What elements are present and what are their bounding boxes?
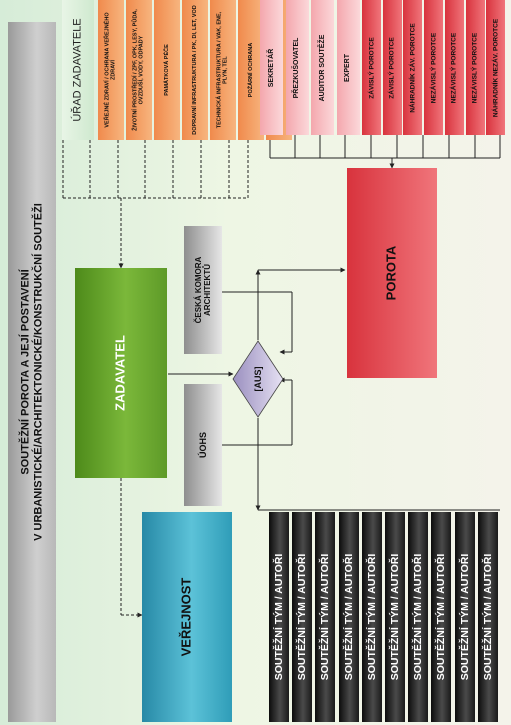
zadavatel-label: ZADAVATEL xyxy=(112,335,128,411)
department-box-label: ŽIVOTNÍ PROSTŘEDÍ / ZPF, OPK, LESY, PŮDA… xyxy=(132,9,145,131)
office-label-box: ÚŘAD ZADAVATELE xyxy=(62,0,94,140)
jury-support-box-label: AUDITOR SOUTĚŽE xyxy=(318,34,326,101)
department-box-label: PAMÁTKOVÁ PÉČE xyxy=(163,44,170,96)
department-box-5: TECHNICKÁ INFRASTRUKTURA / VAK, ENE, PLY… xyxy=(210,0,236,140)
team-box-4: SOUTĚŽNÍ TÝM / AUTOŘI xyxy=(338,512,359,722)
uohs-box: ÚOHS xyxy=(184,384,222,506)
team-box-label: SOUTĚŽNÍ TÝM / AUTOŘI xyxy=(296,553,309,681)
department-box-4: DOPRAVNÍ INFRASTRUKTURA / PK, DI, LET, V… xyxy=(182,0,208,140)
cka-box: ČESKÁ KOMORA ARCHITEKTŮ xyxy=(184,226,222,354)
department-box-label: DOPRAVNÍ INFRASTRUKTURA / PK, DI, LET, V… xyxy=(191,5,198,135)
team-box-label: SOUTĚŽNÍ TÝM / AUTOŘI xyxy=(342,553,355,681)
team-box-6: SOUTĚŽNÍ TÝM / AUTOŘI xyxy=(385,512,405,722)
team-box-label: SOUTĚŽNÍ TÝM / AUTOŘI xyxy=(388,553,401,681)
aus-box: [AUS] xyxy=(232,340,284,418)
team-box-5: SOUTĚŽNÍ TÝM / AUTOŘI xyxy=(361,512,382,722)
department-box-6: POŽÁRNÍ OCHRANA xyxy=(238,0,264,140)
jury-member-box-3: NÁHRADNÍK ZÁV. POROTCE xyxy=(403,0,423,135)
jury-member-box-2: ZÁVISLÝ POROTCE xyxy=(382,0,402,135)
jury-member-box-7: NÁHRADNÍK NEZÁV. POROTCE xyxy=(486,0,506,135)
jury-member-box-label: ZÁVISLÝ POROTCE xyxy=(388,36,396,99)
department-box-label: POŽÁRNÍ OCHRANA xyxy=(247,42,254,98)
title-line-1: SOUTĚŽNÍ POROTA A JEJÍ POSTAVENÍ xyxy=(19,269,32,475)
jury-member-box-label: NEZÁVISLÝ POROTCE xyxy=(450,32,458,103)
department-box-label: VEŘEJNÉ ZDRAVÍ / OCHRANA VEŘEJNÉHO ZDRAV… xyxy=(104,12,117,128)
jury-support-box-label: SEKRETÁŘ xyxy=(267,48,275,87)
zadavatel-box: ZADAVATEL xyxy=(75,268,167,478)
team-box-1: SOUTĚŽNÍ TÝM / AUTOŘI xyxy=(269,512,289,722)
team-box-8: SOUTĚŽNÍ TÝM / AUTOŘI xyxy=(431,512,452,722)
jury-support-box-1: SEKRETÁŘ xyxy=(260,0,283,135)
jury-member-box-label: NÁHRADNÍK NEZÁV. POROTCE xyxy=(491,18,499,117)
aus-diamond-shape xyxy=(232,340,284,418)
jury-support-box-label: EXPERT xyxy=(343,53,351,82)
jury-member-box-5: NEZÁVISLÝ POROTCE xyxy=(444,0,464,135)
office-label: ÚŘAD ZADAVATELE xyxy=(71,18,84,122)
team-box-label: SOUTĚŽNÍ TÝM / AUTOŘI xyxy=(319,553,332,681)
title-line-2: V URBANISTICKÉ/ARCHITEKTONICKÉ/KONSTRUKČ… xyxy=(32,203,44,541)
team-box-7: SOUTĚŽNÍ TÝM / AUTOŘI xyxy=(408,512,429,722)
team-box-label: SOUTĚŽNÍ TÝM / AUTOŘI xyxy=(412,553,425,681)
team-box-label: SOUTĚŽNÍ TÝM / AUTOŘI xyxy=(481,553,494,681)
jury-support-box-label: PŘEZKUŠOVATEL xyxy=(292,37,300,98)
jury-member-box-6: NEZÁVISLÝ POROTCE xyxy=(465,0,485,135)
team-box-label: SOUTĚŽNÍ TÝM / AUTOŘI xyxy=(458,553,471,681)
porota-label: POROTA xyxy=(383,245,399,301)
team-box-label: SOUTĚŽNÍ TÝM / AUTOŘI xyxy=(365,553,378,681)
department-box-3: PAMÁTKOVÁ PÉČE xyxy=(154,0,180,140)
jury-support-box-4: EXPERT xyxy=(336,0,360,135)
uohs-label: ÚOHS xyxy=(197,431,208,459)
team-box-9: SOUTĚŽNÍ TÝM / AUTOŘI xyxy=(454,512,475,722)
department-box-2: ŽIVOTNÍ PROSTŘEDÍ / ZPF, OPK, LESY, PŮDA… xyxy=(126,0,152,140)
porota-box: POROTA xyxy=(347,168,437,378)
team-box-10: SOUTĚŽNÍ TÝM / AUTOŘI xyxy=(477,512,498,722)
jury-member-box-label: NÁHRADNÍK ZÁV. POROTCE xyxy=(409,22,417,113)
team-box-label: SOUTĚŽNÍ TÝM / AUTOŘI xyxy=(435,553,448,681)
diagram-title: SOUTĚŽNÍ POROTA A JEJÍ POSTAVENÍ V URBAN… xyxy=(8,22,56,722)
team-box-2: SOUTĚŽNÍ TÝM / AUTOŘI xyxy=(292,512,313,722)
aus-label: [AUS] xyxy=(252,366,263,392)
cka-label: ČESKÁ KOMORA ARCHITEKTŮ xyxy=(193,256,212,324)
jury-member-box-label: ZÁVISLÝ POROTCE xyxy=(367,36,375,99)
team-box-3: SOUTĚŽNÍ TÝM / AUTOŘI xyxy=(315,512,336,722)
team-box-label: SOUTĚŽNÍ TÝM / AUTOŘI xyxy=(272,553,285,681)
verejnost-box: VEŘEJNOST xyxy=(142,512,232,722)
jury-member-box-1: ZÁVISLÝ POROTCE xyxy=(362,0,381,135)
jury-support-box-3: AUDITOR SOUTĚŽE xyxy=(311,0,334,135)
verejnost-label: VEŘEJNOST xyxy=(178,577,194,657)
jury-member-box-label: NEZÁVISLÝ POROTCE xyxy=(429,32,437,103)
jury-member-box-label: NEZÁVISLÝ POROTCE xyxy=(471,32,479,103)
jury-support-box-2: PŘEZKUŠOVATEL xyxy=(285,0,309,135)
department-box-1: VEŘEJNÉ ZDRAVÍ / OCHRANA VEŘEJNÉHO ZDRAV… xyxy=(98,0,124,140)
department-box-label: TECHNICKÁ INFRASTRUKTURA / VAK, ENE, PLY… xyxy=(216,11,229,129)
jury-member-box-4: NEZÁVISLÝ POROTCE xyxy=(424,0,444,135)
